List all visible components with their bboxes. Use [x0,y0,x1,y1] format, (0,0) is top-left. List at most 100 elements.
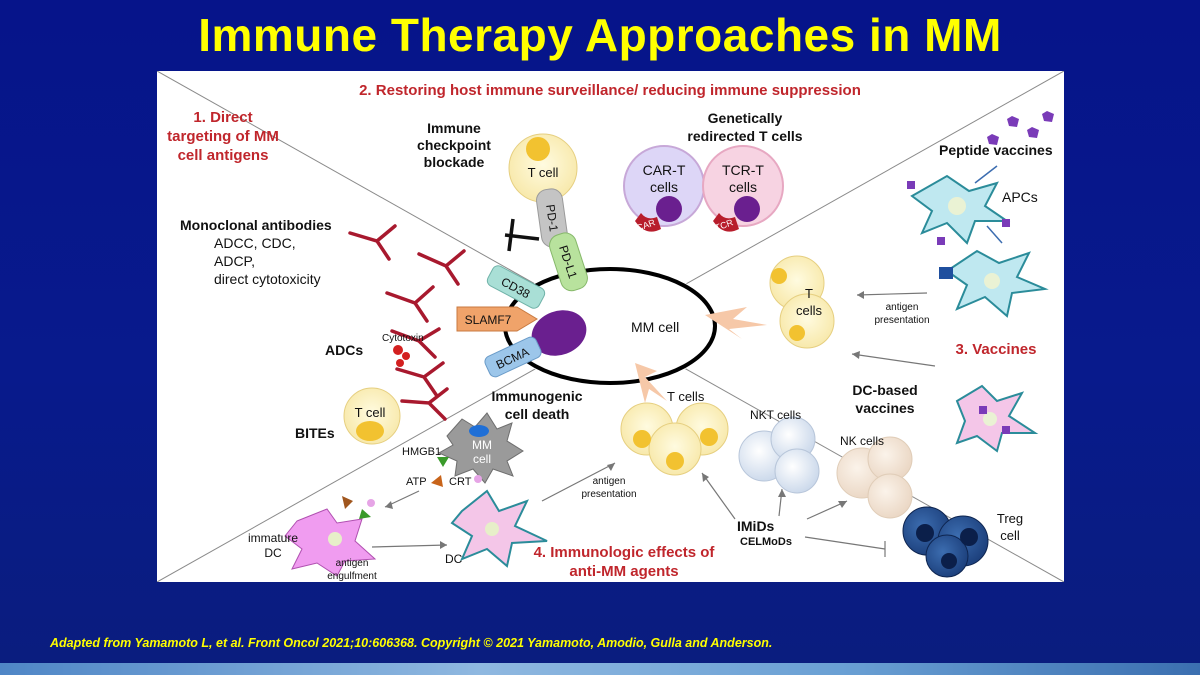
hmgb1-icon [437,457,449,467]
bite-t-cell: T cell [343,387,401,445]
dc-vaccine-cell [955,384,1039,453]
peptide-icons [987,111,1054,145]
mab-line-3: direct cytotoxicity [214,271,321,287]
antibodies-group [348,224,466,421]
atp-icon [431,475,443,487]
section-1-line-3: cell antigens [178,147,269,164]
icd-label-2: cell death [505,406,570,422]
vaccine-t-cells: T cells [769,255,835,349]
dying-mm-label-2: cell [473,452,491,466]
antigen-presentation-1a: antigen [886,302,919,313]
vacc-t-cells-label-1: T [805,286,813,301]
genetically-label-1: Genetically [708,110,783,126]
section-4-line-2: anti-MM agents [569,563,678,580]
atp-label: ATP [406,476,427,488]
section-1-line-1: 1. Direct [193,109,252,126]
pdl1-ligand: PD-L1 [549,232,588,292]
section-2-heading: 2. Restoring host immune surveillance/ r… [359,82,861,99]
slamf7-antigen: SLAMF7 [456,306,538,332]
car-t-label-1: CAR-T [643,162,686,178]
slide-title: Immune Therapy Approaches in MM [198,9,1002,61]
mab-line-1: ADCC, CDC, [214,235,296,251]
mm-cell-label: MM cell [631,319,679,335]
car-t-cell: CAR-T cells CAR [623,145,705,233]
checkpoint-t-cell-label: T cell [528,165,559,180]
checkpoint-inhibitor-symbol [504,218,540,252]
genetically-label-2: redirected T cells [687,128,802,144]
slamf7-label: SLAMF7 [465,313,512,327]
section-3-heading: 3. Vaccines [956,341,1037,358]
citation-footer: Adapted from Yamamoto L, et al. Front On… [50,636,773,650]
antibody-icon-5 [395,361,445,398]
cytotoxin-label: Cytotoxin [382,333,424,344]
dc-to-tcells-arrow [541,462,616,502]
tcr-t-label-2: cells [729,179,757,195]
bites-label: BITEs [295,425,335,441]
apc-arrow-2 [986,225,1003,244]
antibody-icon-6 [400,387,449,421]
antibody-icon-4 [390,327,441,359]
antigen-presentation-1b: presentation [874,315,929,326]
section-1-line-2: targeting of MM [167,128,279,145]
pd1-label: PD-1 [543,203,561,232]
antigen-presentation-2b: presentation [581,489,636,500]
celmods-label: CELMoDs [740,536,792,548]
antibody-icon-2 [417,249,466,286]
nkt-label: NKT cells [750,408,801,422]
hmgb1-label: HMGB1 [402,446,441,458]
apc-cell-1 [907,174,1011,245]
mature-dc [450,489,548,568]
tcr-t-label-1: TCR-T [722,162,764,178]
activation-bolt-bottom [635,363,667,403]
antibody-icon-1 [348,224,397,261]
peptide-vaccines-label: Peptide vaccines [939,142,1053,158]
pd1-receptor: PD-1 [536,188,568,248]
checkpoint-label-3: blockade [424,154,485,170]
dying-mm-cell: MM cell [437,412,524,484]
apcs-label: APCs [1002,189,1038,205]
tcr-t-cell: TCR-T cells TCR [702,145,784,233]
antibody-icon-3 [385,285,435,323]
icd-label-1: Immunogenic [491,388,582,404]
immature-dc [284,496,377,577]
cytotoxin-icon [393,345,410,367]
adcs-label: ADCs [325,342,363,358]
dc-vaccine-arrow [851,353,936,367]
treg-label-2: cell [1000,528,1020,543]
checkpoint-t-cell: T cell [508,133,578,203]
imids-label: IMiDs [737,518,775,534]
treg-label-1: Treg [997,511,1023,526]
treg-cells [902,506,989,578]
nk-label: NK cells [840,434,884,448]
apc-arrow-1 [974,165,998,184]
bottom-decoration-strip [0,663,1200,675]
dying-mm-label-1: MM [472,438,492,452]
crt-icon [474,475,482,483]
t-cells-label: T cells [667,389,705,404]
vacc-t-cells-label-2: cells [796,303,823,318]
immature-dc-label-1: immature [248,531,298,545]
crt-label: CRT [449,476,472,488]
dc-based-2: vaccines [855,400,914,416]
mab-line-2: ADCP, [214,253,255,269]
mab-title: Monoclonal antibodies [180,217,332,233]
antigen-presentation-arrow-1 [856,292,928,296]
dc-based-1: DC-based [852,382,917,398]
section-4-line-1: 4. Immunologic effects of [534,544,716,561]
nk-cells [836,436,913,519]
antigen-engulfment-2: engulfment [327,571,377,582]
nkt-cells [738,416,820,494]
dc-label: DC [445,552,463,566]
checkpoint-label-2: checkpoint [417,137,491,153]
bite-t-cell-label: T cell [355,405,386,420]
engulfment-arrow [371,544,448,548]
car-t-label-2: cells [650,179,678,195]
immune-therapy-diagram: 1. Direct targeting of MM cell antigens … [157,71,1064,582]
immature-dc-label-2: DC [264,546,282,560]
activated-t-cells [620,402,729,476]
antigen-presentation-2a: antigen [593,476,626,487]
activation-bolt-right [705,307,767,339]
imids-arrows [701,472,886,557]
apc-cell-2 [939,249,1049,318]
antigen-engulfment-1: antigen [336,558,369,569]
